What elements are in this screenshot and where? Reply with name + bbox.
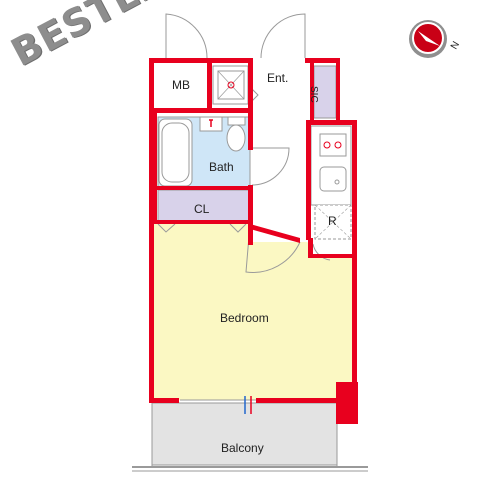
room-label-mb: MB — [172, 78, 190, 92]
balcony-window — [180, 396, 256, 414]
toilet — [226, 124, 246, 152]
kitchen-counter — [310, 125, 352, 206]
sink — [319, 166, 347, 192]
room-label-refrigerator: R — [328, 214, 337, 228]
walls — [149, 58, 358, 424]
room-label-sic: SIC — [308, 86, 319, 103]
bathtub — [158, 118, 193, 187]
room-label-bedroom: Bedroom — [220, 311, 269, 325]
room-label-bath: Bath — [209, 160, 234, 174]
room-label-entrance: Ent. — [267, 71, 289, 85]
faucet-icon — [209, 119, 213, 127]
mb-space — [153, 62, 207, 108]
stove — [319, 133, 347, 157]
room-label-closet: CL — [194, 202, 210, 216]
compass-icon — [409, 20, 447, 58]
corridor-floor — [250, 62, 310, 242]
bedroom-floor — [153, 224, 355, 400]
room-label-balcony: Balcony — [221, 441, 264, 455]
